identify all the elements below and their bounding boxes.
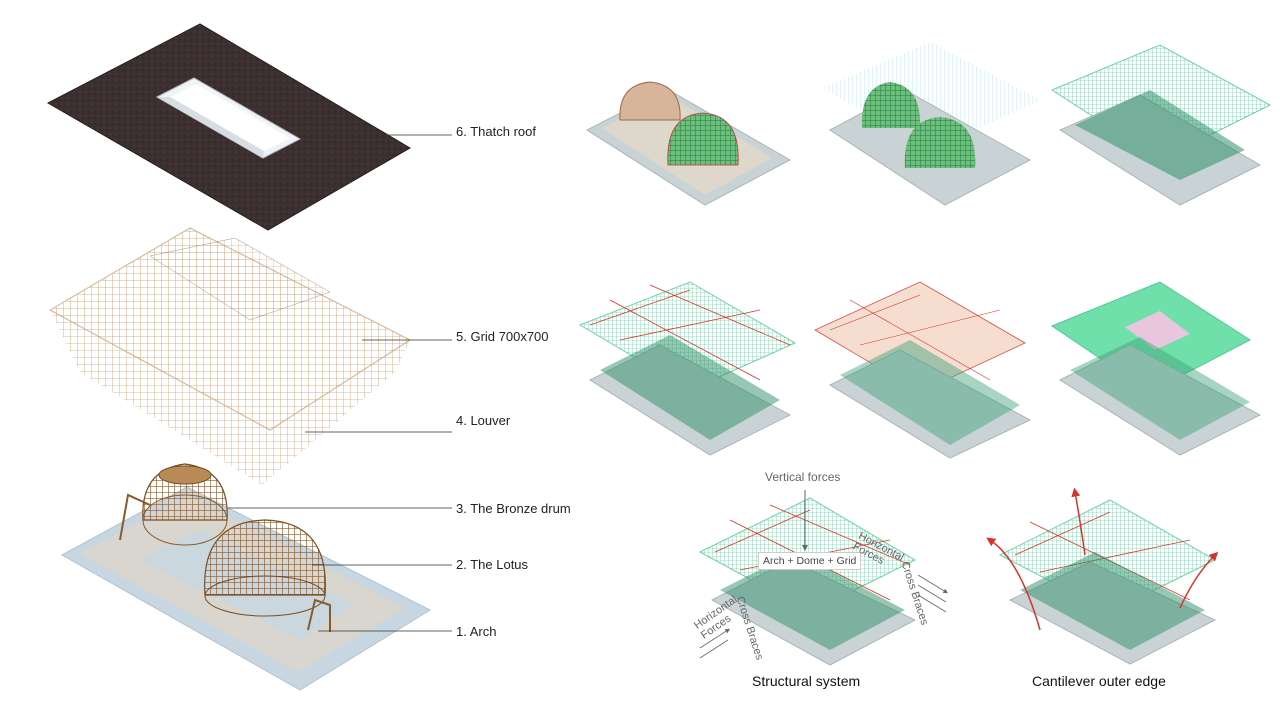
thumb-r2c2 [814, 281, 1032, 459]
thumb-r1c2 [822, 42, 1040, 206]
grid-louver-layer [48, 227, 412, 485]
thumb-cantilever [986, 487, 1219, 665]
thumb-r1c1 [585, 81, 792, 206]
thatch-roof-layer [46, 23, 411, 231]
label-louver: 4. Louver [456, 413, 511, 428]
label-grid: 5. Grid 700x700 [456, 329, 549, 344]
label-thatch-roof: 6. Thatch roof [456, 124, 536, 139]
label-vertical-forces: Vertical forces [765, 470, 841, 484]
base-layer [60, 463, 432, 691]
caption-cantilever: Cantilever outer edge [1032, 673, 1166, 689]
thumb-r2c1 [578, 281, 797, 456]
caption-structural-system: Structural system [752, 673, 861, 689]
label-bronze-drum: 3. The Bronze drum [456, 501, 571, 516]
label-arch: 1. Arch [456, 624, 497, 639]
label-lotus: 2. The Lotus [456, 557, 529, 572]
label-arch-dome-grid: Arch + Dome + Grid [758, 552, 862, 570]
thumb-r2c3 [1050, 281, 1262, 456]
thumb-r1c3 [1050, 44, 1272, 206]
callout-leaders [228, 134, 452, 632]
